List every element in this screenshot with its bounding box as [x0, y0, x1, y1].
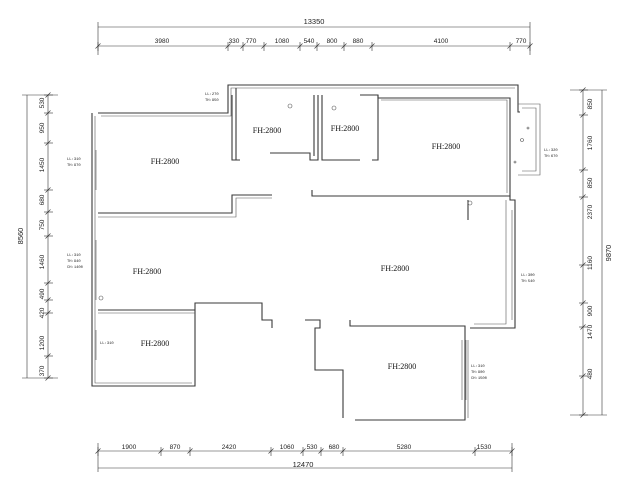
- right-dim-5: 1160: [587, 256, 594, 270]
- top-dim-7: 880: [353, 38, 364, 45]
- top-dim-8: 4100: [434, 38, 449, 45]
- note-top-window-th: TH:950: [205, 99, 219, 103]
- room-labels: FH:2800 FH:2800 FH:2800 FH:2800 FH:2800 …: [133, 124, 460, 371]
- right-dim-1: 850: [587, 98, 594, 109]
- note-west-2-th: TH:940: [67, 260, 81, 264]
- note-west-2-ll: LL:310: [67, 254, 81, 258]
- column-marker: [526, 126, 530, 130]
- bottom-dim-3: 2420: [222, 444, 237, 451]
- column-marker: [331, 105, 337, 111]
- bottom-dim-2: 870: [170, 444, 181, 451]
- note-south-ch: CH:1500: [471, 377, 488, 381]
- right-total-dim: 9870: [604, 245, 613, 262]
- column-marker: [513, 160, 517, 164]
- note-south-ll: LL:310: [471, 365, 485, 369]
- top-dim-6: 800: [327, 38, 338, 45]
- left-dim-10: 370: [39, 365, 46, 376]
- bottom-dim-5: 530: [307, 444, 318, 451]
- left-dim-9: 1200: [39, 335, 46, 350]
- right-dim-7: 1470: [587, 324, 594, 339]
- top-total-dim: 13350: [304, 17, 325, 26]
- room-label-bath-1: FH:2800: [253, 126, 281, 135]
- note-balcony-ll: LL:320: [544, 149, 558, 153]
- right-dim-6: 900: [587, 305, 594, 316]
- top-dim-3: 770: [246, 38, 257, 45]
- fixtures: [95, 103, 530, 400]
- room-label-dining: FH:2800: [133, 267, 161, 276]
- left-dim-7: 490: [39, 288, 46, 299]
- right-dim-3: 850: [587, 177, 594, 188]
- bottom-dim-4: 1060: [280, 444, 295, 451]
- column-marker: [520, 138, 524, 142]
- bottom-dim-1: 1900: [122, 444, 137, 451]
- bottom-dim-7: 5280: [397, 444, 412, 451]
- top-dim-5: 540: [304, 38, 315, 45]
- right-dim-8: 480: [587, 368, 594, 379]
- room-label-bedroom-sw: FH:2800: [141, 339, 169, 348]
- bottom-total-dim: 12470: [293, 460, 314, 469]
- top-dim-9: 770: [516, 38, 527, 45]
- window-notes: LL:270 TH:950 LL:320 TH:670 LL:310 TH:97…: [67, 93, 558, 381]
- left-dim-3: 1450: [39, 157, 46, 172]
- left-dimensions: 8560 530 950 1450 680 750 1460 490 420 1…: [16, 92, 58, 381]
- note-west-1-th: TH:970: [67, 164, 81, 168]
- note-west-3-ll: LL:310: [100, 342, 114, 346]
- left-dim-5: 750: [39, 219, 46, 230]
- column-marker: [98, 295, 104, 301]
- right-dim-2: 1760: [587, 135, 594, 150]
- note-top-window-ll: LL:270: [205, 93, 219, 97]
- column-marker: [467, 200, 473, 206]
- note-east-th: TH:540: [521, 280, 535, 284]
- room-label-living: FH:2800: [381, 264, 409, 273]
- bottom-dimensions: 1900 870 2420 1060 530 680 5280 1530 124…: [95, 443, 515, 472]
- note-east-ll: LL:300: [521, 274, 535, 278]
- column-marker: [287, 103, 293, 109]
- left-dim-4: 680: [39, 194, 46, 205]
- top-dim-2: 330: [229, 38, 240, 45]
- bottom-dim-6: 680: [329, 444, 340, 451]
- room-label-bath-2: FH:2800: [331, 124, 359, 133]
- room-label-bedroom-ne: FH:2800: [432, 142, 460, 151]
- bottom-dim-8: 1530: [477, 444, 492, 451]
- left-dim-2: 950: [39, 122, 46, 133]
- left-total-dim: 8560: [16, 228, 25, 245]
- top-dim-1: 3980: [155, 38, 170, 45]
- room-label-bedroom-nw: FH:2800: [151, 157, 179, 166]
- left-dim-6: 1460: [39, 254, 46, 269]
- note-south-th: TH:900: [471, 371, 485, 375]
- note-west-2-ch: CH:1400: [67, 266, 84, 270]
- note-balcony-th: TH:670: [544, 155, 558, 159]
- top-dim-4: 1080: [275, 38, 290, 45]
- room-label-bedroom-se: FH:2800: [388, 362, 416, 371]
- left-dim-8: 420: [39, 307, 46, 318]
- top-dimensions: 13350 3980 330 770 1080 540 800 880 4100…: [95, 17, 533, 55]
- left-dim-1: 530: [39, 97, 46, 108]
- right-dim-4: 2370: [587, 204, 594, 219]
- right-dimensions: 850 1760 850 2370 1160 900 1470 480 9870: [570, 87, 613, 418]
- walls: [91, 84, 541, 421]
- note-west-1-ll: LL:310: [67, 158, 81, 162]
